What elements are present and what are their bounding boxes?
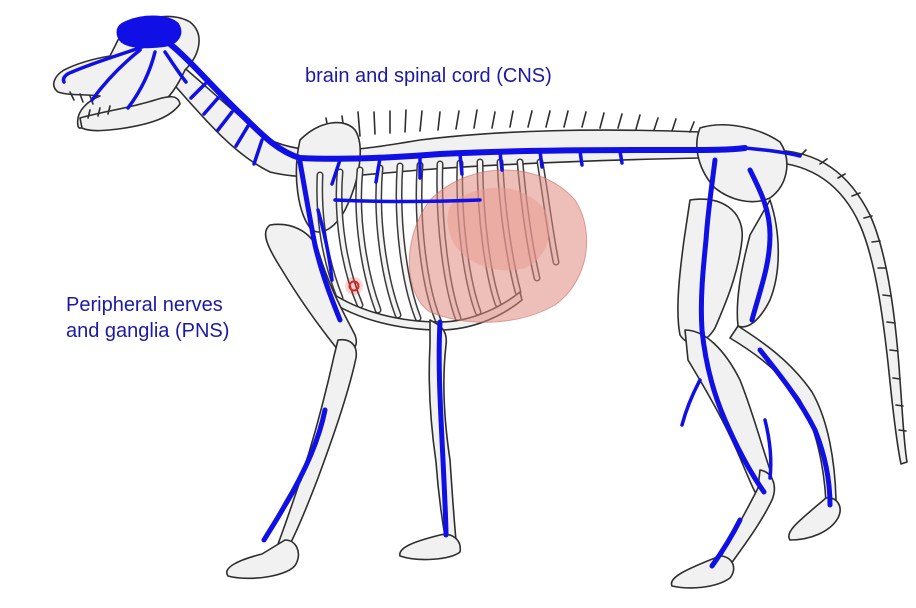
brain <box>116 15 182 49</box>
pelvis <box>696 124 788 203</box>
highlight-marker <box>345 277 363 295</box>
hind-leg-near-femur <box>677 198 743 344</box>
spinal-cord <box>167 41 748 162</box>
organ-lobe <box>447 187 550 271</box>
hind-paw-far <box>788 496 841 541</box>
central-nervous-system <box>116 15 748 162</box>
scapula <box>295 121 361 233</box>
front-paw-far <box>399 533 462 561</box>
cns-label: brain and spinal cord (CNS) <box>305 65 552 87</box>
front-paw-near <box>225 539 300 580</box>
hind-paw-near <box>670 555 735 589</box>
organs <box>408 169 588 323</box>
tail-vertebrae <box>769 149 908 465</box>
pns-label: Peripheral nerves and ganglia (PNS) <box>66 292 286 344</box>
pns-label-line-2: and ganglia (PNS) <box>66 320 230 342</box>
hind-leg-near-metatarsal <box>717 469 776 569</box>
peripheral-nervous-system <box>61 42 833 569</box>
pns-label-line-1: Peripheral nerves <box>66 294 223 316</box>
